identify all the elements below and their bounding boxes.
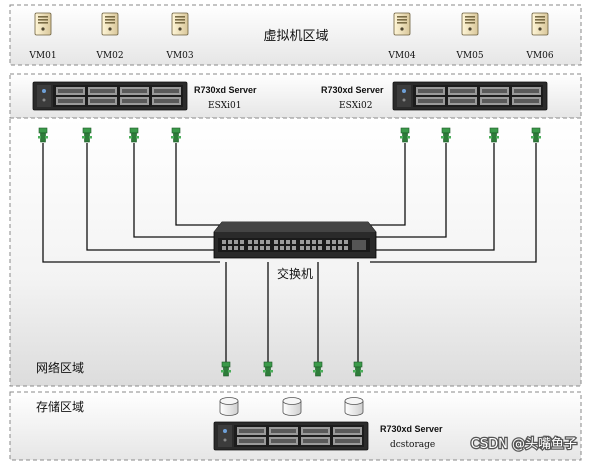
- vm-item[interactable]: VM05: [455, 12, 484, 61]
- storage-disk-group: [219, 397, 364, 416]
- esxi01-host-label: ESXi01: [208, 101, 241, 111]
- vm-item[interactable]: VM03: [165, 12, 194, 61]
- esxi01-server[interactable]: R730xd Server ESXi01: [32, 81, 257, 111]
- rack-server-icon: [392, 81, 548, 111]
- vm-label: VM05: [455, 51, 483, 61]
- vm-label: VM02: [95, 51, 123, 61]
- virtual-zone-label: 虚拟机区域: [263, 29, 328, 44]
- tower-server-icon: [461, 12, 479, 36]
- cable-link: [42, 143, 220, 263]
- vm-item[interactable]: VM02: [95, 12, 124, 61]
- cable-link: [370, 143, 406, 226]
- esxi02-model-label: R730xd Server: [321, 85, 384, 95]
- vm-label: VM01: [28, 51, 56, 61]
- disk-cylinder-icon: [344, 397, 364, 416]
- rack-server-icon: [32, 81, 188, 111]
- core-switch[interactable]: 交换机: [213, 221, 377, 281]
- vm-item[interactable]: VM04: [387, 12, 416, 61]
- vm-label: VM04: [387, 51, 415, 61]
- network-zone-label: 网络区域: [36, 360, 84, 375]
- watermark: CSDN @头嘴鱼子: [470, 435, 579, 454]
- storage-server[interactable]: R730xd Server dcstorage: [213, 421, 443, 451]
- rack-server-icon: [213, 421, 369, 451]
- storage-host-label: dcstorage: [390, 440, 435, 450]
- esxi02-server[interactable]: R730xd Server ESXi02: [321, 81, 548, 111]
- cable-link: [370, 143, 495, 251]
- vm-group: VM01 VM02 VM03 VM04 VM05 VM06: [28, 12, 554, 61]
- esxi01-model-label: R730xd Server: [194, 85, 257, 95]
- storage-model-label: R730xd Server: [380, 424, 443, 434]
- switch-label: 交换机: [277, 266, 313, 281]
- vm-item[interactable]: VM06: [525, 12, 554, 61]
- cable-link: [175, 143, 220, 226]
- cable-link: [370, 143, 447, 238]
- tower-server-icon: [171, 12, 189, 36]
- cable-link: [370, 143, 537, 263]
- cable-link: [86, 143, 220, 251]
- tower-server-icon: [393, 12, 411, 36]
- cable-link: [133, 143, 220, 238]
- esxi02-host-label: ESXi02: [339, 101, 372, 111]
- watermark-text: CSDN @头嘴鱼子: [471, 436, 577, 452]
- storage-zone-label: 存储区域: [36, 399, 84, 414]
- vm-label: VM06: [525, 51, 553, 61]
- tower-server-icon: [531, 12, 549, 36]
- cable-group: [42, 143, 537, 362]
- tower-server-icon: [34, 12, 52, 36]
- disk-cylinder-icon: [282, 397, 302, 416]
- vm-label: VM03: [165, 51, 193, 61]
- tower-server-icon: [101, 12, 119, 36]
- disk-cylinder-icon: [219, 397, 239, 416]
- vm-item[interactable]: VM01: [28, 12, 57, 61]
